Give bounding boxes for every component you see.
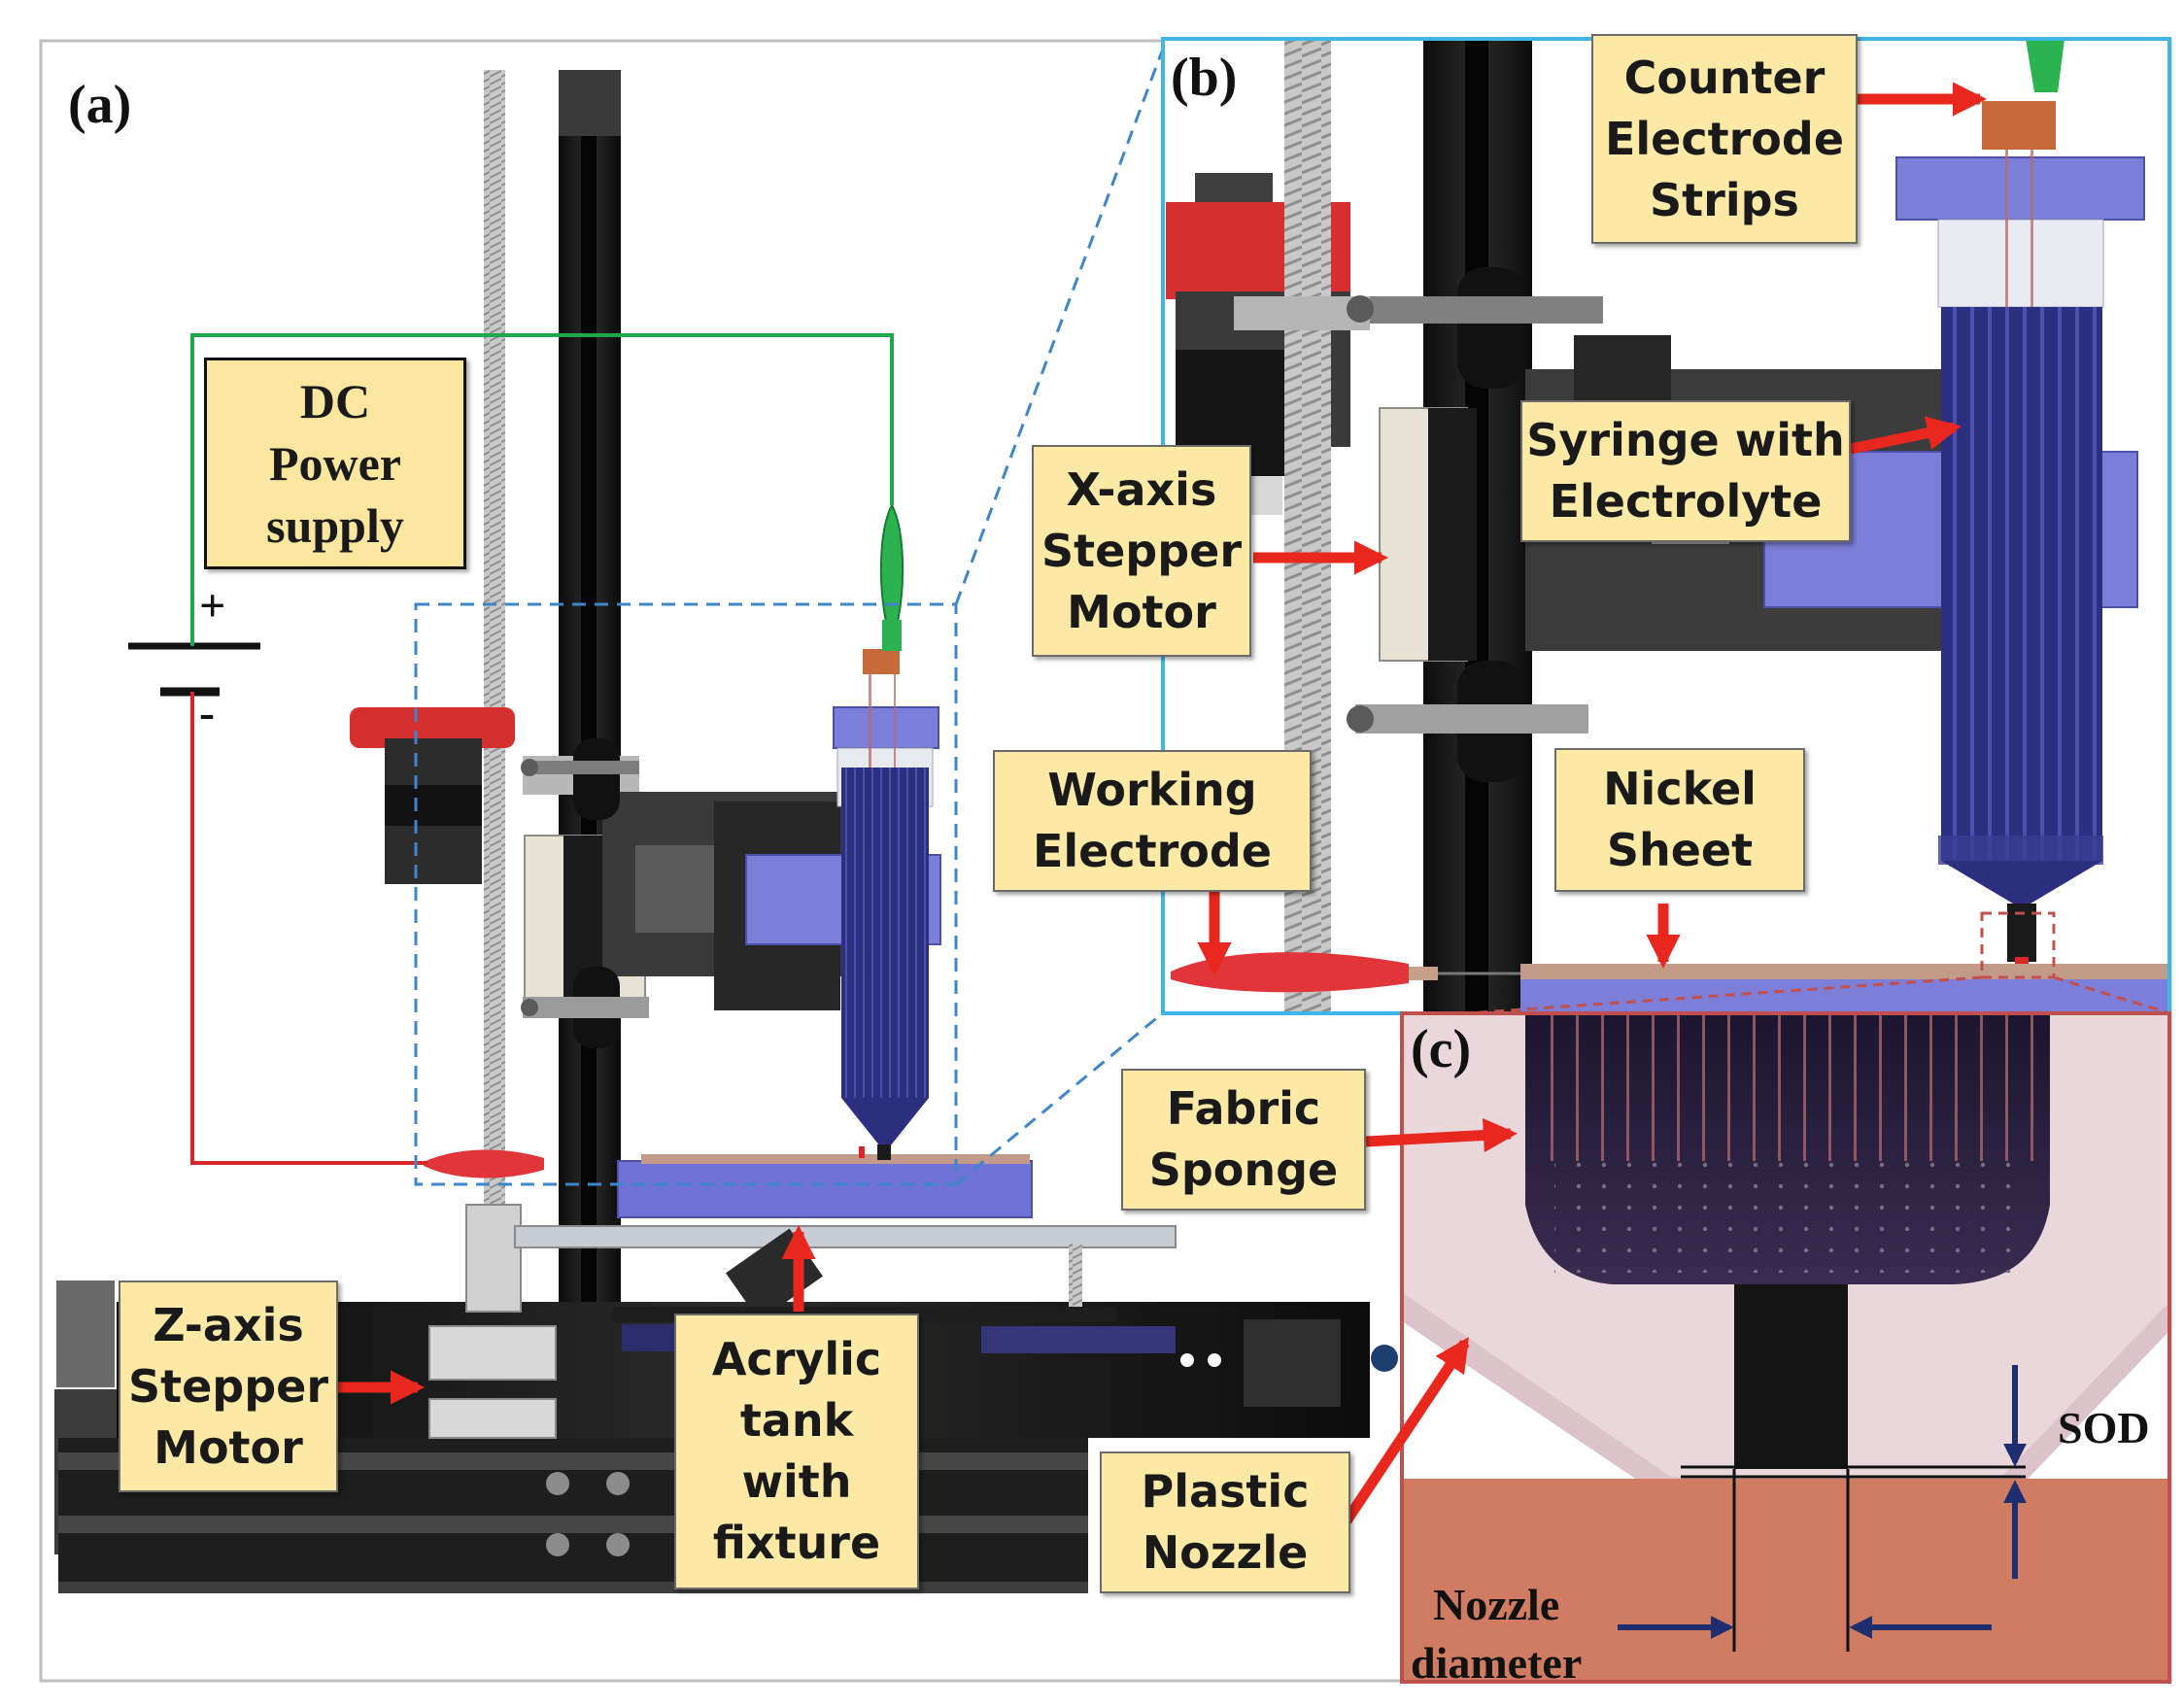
- battery-plus-sign: +: [199, 580, 226, 632]
- red-wire: [190, 707, 427, 1165]
- sod-label: SOD: [2058, 1403, 2150, 1452]
- syringe-barrel-b: [1941, 307, 2102, 861]
- counter-electrode-strips-label: Counter Electrode Strips: [1591, 34, 1858, 244]
- z-axis-stepper-motor-label: Z-axis Stepper Motor: [119, 1280, 338, 1492]
- zoom-panel-c: [1402, 1013, 2169, 1682]
- plastic-nozzle-label: Plastic Nozzle: [1100, 1451, 1350, 1593]
- green-wire: [190, 333, 894, 595]
- panel-label-b: (b): [1171, 48, 1238, 108]
- nozzle-diameter-label: Nozzle diameter: [1411, 1580, 1583, 1688]
- nickel-sheet: [1520, 964, 2169, 979]
- workpiece: [1402, 1479, 2169, 1682]
- panel-label-a: (a): [68, 75, 132, 135]
- panel-label-c: (c): [1411, 1019, 1472, 1079]
- nickel-sheet-label: Nickel Sheet: [1554, 748, 1805, 892]
- dc-power-supply-label: DC Power supply: [204, 358, 466, 569]
- lead-screw: [484, 70, 505, 1314]
- acrylic-tank-fixture-label: Acrylic tank with fixture: [674, 1314, 919, 1589]
- pointer-arrows: [338, 82, 1988, 1526]
- fabric-sponge-label: Fabric Sponge: [1121, 1069, 1366, 1211]
- x-axis-stepper-motor-label: X-axis Stepper Motor: [1032, 445, 1251, 657]
- acrylic-tank: [617, 1160, 1033, 1218]
- print-bed: [514, 1225, 1177, 1248]
- zoom-region-a: [414, 602, 958, 1186]
- syringe-electrolyte-label: Syringe with Electrolyte: [1520, 400, 1851, 542]
- panel-c-frame: [1400, 1011, 2171, 1684]
- working-electrode-label: Working Electrode: [993, 750, 1312, 892]
- syringe-barrel-a: [841, 768, 929, 1098]
- battery-minus-sign: -: [199, 687, 215, 738]
